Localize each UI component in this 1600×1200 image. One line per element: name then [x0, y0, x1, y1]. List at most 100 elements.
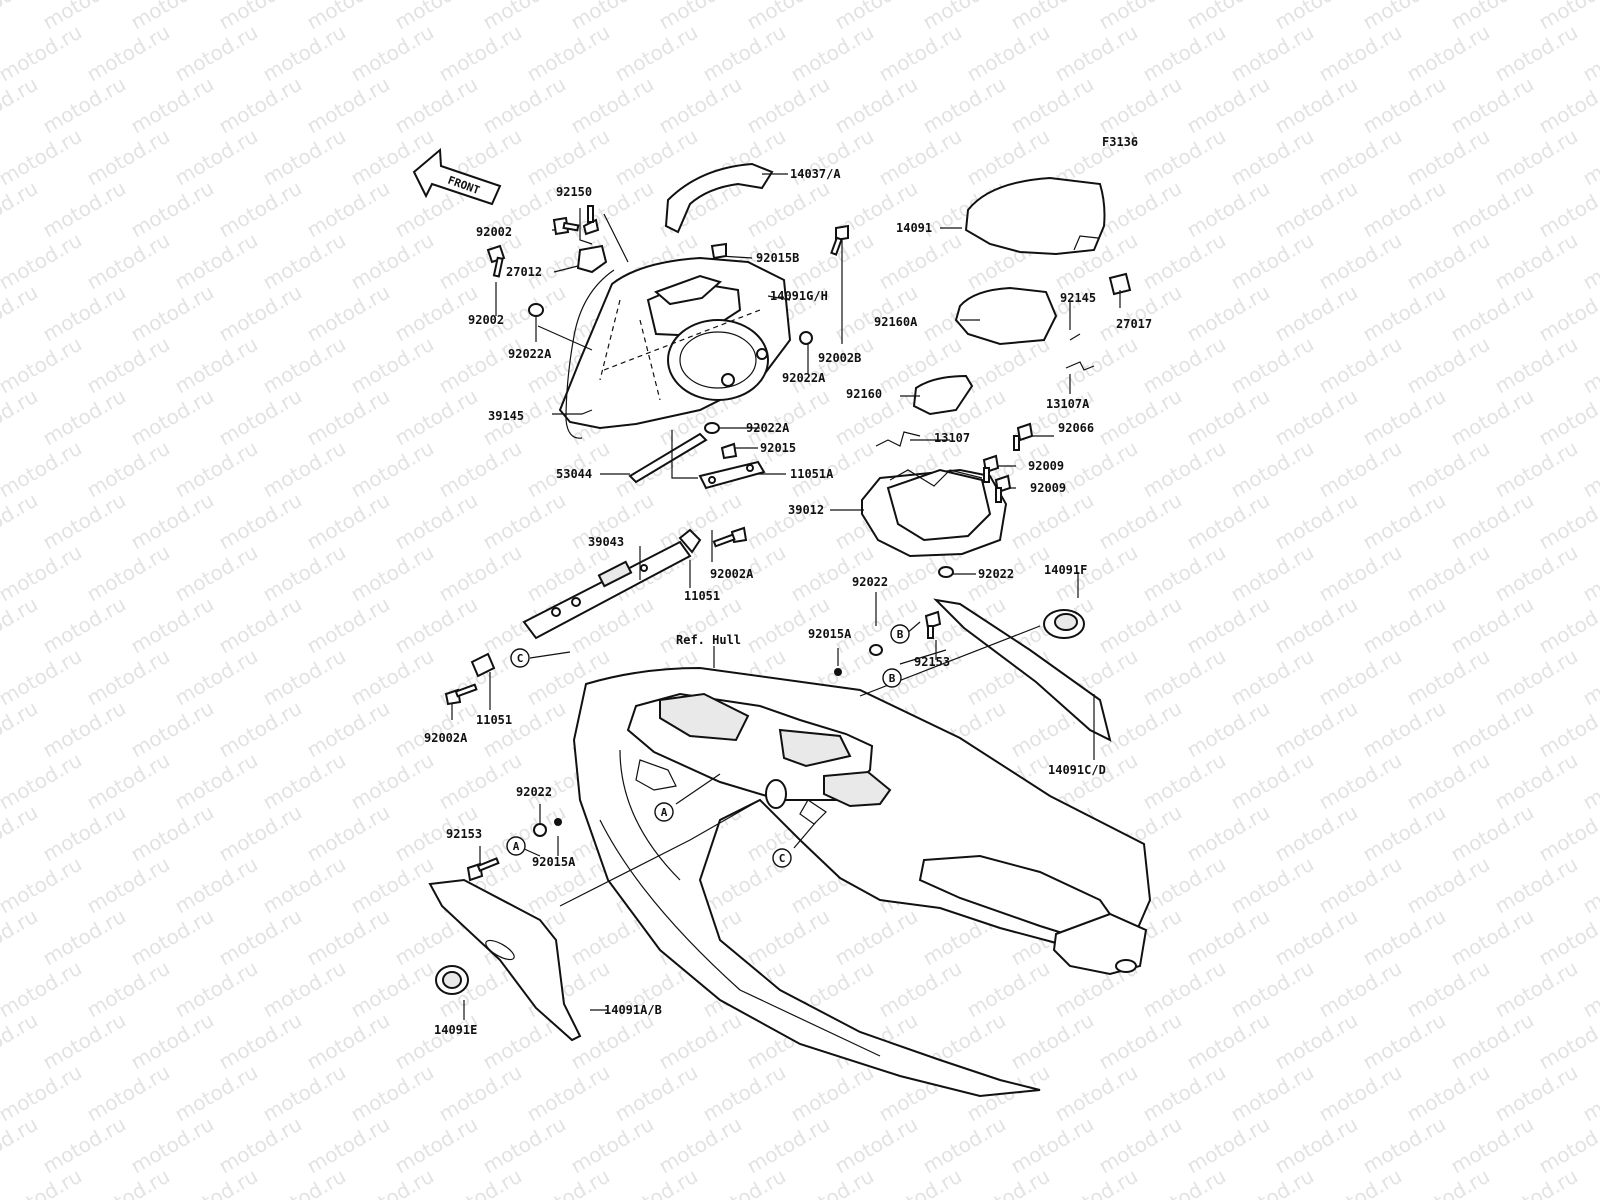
watermark-text: motod.ru — [1183, 696, 1274, 763]
watermark-text: motod.ru — [127, 0, 218, 34]
watermark-text: motod.ru — [127, 1112, 218, 1179]
watermark-text: motod.ru — [919, 1112, 1010, 1179]
watermark-text: motod.ru — [1579, 436, 1600, 503]
watermark-text: motod.ru — [1139, 852, 1230, 919]
watermark-text: motod.ru — [0, 644, 86, 711]
watermark-text: motod.ru — [831, 904, 922, 971]
pad-92160a — [954, 286, 1058, 346]
watermark-text: motod.ru — [435, 748, 526, 815]
watermark-text: motod.ru — [523, 124, 614, 191]
leader-lines — [451, 173, 1121, 1020]
watermark-text: motod.ru — [391, 696, 482, 763]
watermark-text: motod.ru — [0, 436, 86, 503]
watermark-text: motod.ru — [435, 436, 526, 503]
watermark-text: motod.ru — [215, 1008, 306, 1075]
hole — [708, 476, 716, 484]
watermark-text: motod.ru — [127, 1008, 218, 1075]
watermark-text: motod.ru — [831, 280, 922, 347]
watermark-text: motod.ru — [83, 20, 174, 87]
watermark-text: motod.ru — [1051, 1060, 1142, 1127]
label-11051-top: 11051 — [684, 589, 720, 603]
watermark-text: motod.ru — [1183, 0, 1274, 34]
cover-14037a — [664, 162, 774, 234]
watermark-text: motod.ru — [83, 852, 174, 919]
watermark-text: motod.ru — [1139, 436, 1230, 503]
watermark-text: motod.ru — [1007, 72, 1098, 139]
watermark-text: motod.ru — [1095, 0, 1186, 34]
watermark-text: motod.ru — [1447, 592, 1538, 659]
storage-bin-39012 — [861, 468, 1008, 558]
watermark-text: motod.ru — [1139, 956, 1230, 1023]
watermark-text: motod.ru — [391, 384, 482, 451]
watermark-text: motod.ru — [215, 1112, 306, 1179]
watermark-text: motod.ru — [1271, 800, 1362, 867]
watermark-text: motod.ru — [1403, 1164, 1494, 1200]
watermark-text: motod.ru — [1403, 1060, 1494, 1127]
watermark-text: motod.ru — [127, 72, 218, 139]
watermark-text: motod.ru — [1403, 644, 1494, 711]
label-92153-b: 92153 — [914, 655, 950, 669]
watermark-text: motod.ru — [347, 1164, 438, 1200]
watermark-text: motod.ru — [1579, 852, 1600, 919]
watermark-text: motod.ru — [127, 800, 218, 867]
part-labels: 14037/A 92150 92002 27012 92015B 14091G/… — [424, 167, 1152, 1037]
watermark-text: motod.ru — [1403, 540, 1494, 607]
watermark-text: motod.ru — [39, 1008, 130, 1075]
watermark-text: motod.ru — [1447, 904, 1538, 971]
watermark-text: motod.ru — [1491, 124, 1582, 191]
watermark-text: motod.ru — [215, 0, 306, 34]
watermark-text: motod.ru — [0, 0, 42, 34]
watermark-text: motod.ru — [303, 176, 394, 243]
svg-text:A: A — [513, 840, 520, 853]
watermark-text: motod.ru — [1095, 176, 1186, 243]
watermark-text: motod.ru — [1491, 228, 1582, 295]
watermark-text: motod.ru — [1139, 124, 1230, 191]
watermark-text: motod.ru — [963, 1164, 1054, 1200]
watermark-text: motod.ru — [39, 1112, 130, 1179]
watermark-text: motod.ru — [1183, 384, 1274, 451]
watermark-text: motod.ru — [875, 124, 966, 191]
svg-text:B: B — [897, 628, 904, 641]
diagram-code: F3136 — [1102, 135, 1138, 149]
watermark-text: motod.ru — [1315, 748, 1406, 815]
watermark-text: motod.ru — [1491, 1060, 1582, 1127]
watermark-text: motod.ru — [0, 852, 86, 919]
watermark-text: motod.ru — [1403, 332, 1494, 399]
strip-14091ab — [428, 878, 582, 1042]
watermark-text: motod.ru — [0, 124, 86, 191]
watermark-text: motod.ru — [171, 228, 262, 295]
watermark-text: motod.ru — [1227, 540, 1318, 607]
watermark-text: motod.ru — [479, 488, 570, 555]
watermark-text: motod.ru — [1139, 1060, 1230, 1127]
watermark-text: motod.ru — [1139, 1164, 1230, 1200]
watermark-text: motod.ru — [1579, 540, 1600, 607]
watermark-text: motod.ru — [259, 228, 350, 295]
watermark-text: motod.ru — [1491, 1164, 1582, 1200]
label-92002a-top: 92002A — [710, 567, 754, 581]
watermark-text: motod.ru — [171, 748, 262, 815]
pad-92160 — [912, 374, 974, 416]
watermark-text: motod.ru — [303, 592, 394, 659]
watermark-text: motod.ru — [171, 956, 262, 1023]
watermark-text: motod.ru — [1359, 384, 1450, 451]
watermark-text: motod.ru — [1007, 0, 1098, 34]
watermark-text: motod.ru — [259, 644, 350, 711]
watermark-text: motod.ru — [347, 436, 438, 503]
watermark-text: motod.ru — [963, 956, 1054, 1023]
watermark-text: motod.ru — [655, 72, 746, 139]
watermark-text: motod.ru — [39, 384, 130, 451]
watermark-text: motod.ru — [39, 904, 130, 971]
watermark-text: motod.ru — [83, 124, 174, 191]
watermark-text: motod.ru — [39, 72, 130, 139]
watermark-text: motod.ru — [1447, 176, 1538, 243]
watermark-text: motod.ru — [83, 1060, 174, 1127]
watermark-text: motod.ru — [1491, 748, 1582, 815]
watermark-text: motod.ru — [259, 1164, 350, 1200]
watermark-text: motod.ru — [1403, 228, 1494, 295]
watermark-text: motod.ru — [1227, 332, 1318, 399]
bracket-27012 — [576, 244, 608, 274]
watermark-text: motod.ru — [347, 1060, 438, 1127]
watermark-text: motod.ru — [1315, 228, 1406, 295]
watermark-text: motod.ru — [1403, 124, 1494, 191]
rod-53044 — [628, 432, 708, 484]
